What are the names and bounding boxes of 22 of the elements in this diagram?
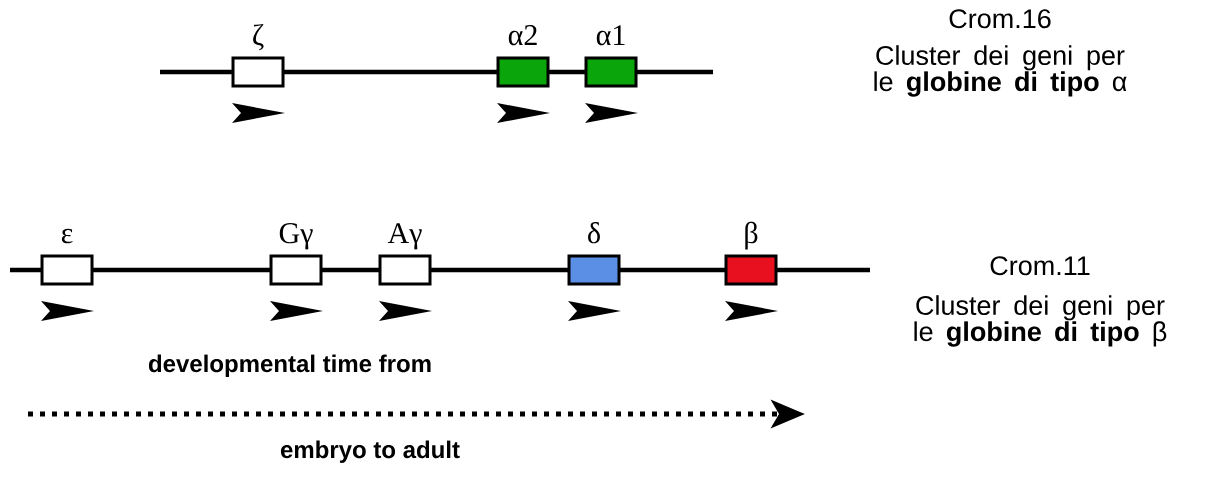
node-label: ζ <box>253 23 264 51</box>
node-label: α1 <box>596 25 625 46</box>
gene-box: β <box>724 221 778 286</box>
caption-text: Crom.16 <box>949 9 1051 29</box>
caption-text: Cluster dei geni per le globine di tipo α <box>874 45 1127 97</box>
gene-box: δ <box>567 222 621 286</box>
caption-text: embryo to adult <box>280 440 460 463</box>
gene-box: Gγ <box>269 223 323 286</box>
gene-box: α2 <box>496 25 550 88</box>
gene-box: Aγ <box>378 223 432 286</box>
gene-box: ε <box>40 228 94 286</box>
gene-box: α1 <box>584 25 638 88</box>
node-label: Aγ <box>387 223 422 250</box>
caption-text: developmental time from <box>148 354 431 377</box>
node-label: δ <box>588 222 600 244</box>
node-label: α2 <box>508 25 537 46</box>
caption-text: Cluster dei geni per le globine di tipo β <box>914 295 1167 347</box>
caption-text: Crom.11 <box>990 256 1090 276</box>
node-label: Gγ <box>279 223 313 250</box>
node-label: ε <box>61 228 73 244</box>
node-label: β <box>745 221 758 250</box>
gene-box: ζ <box>231 23 285 88</box>
